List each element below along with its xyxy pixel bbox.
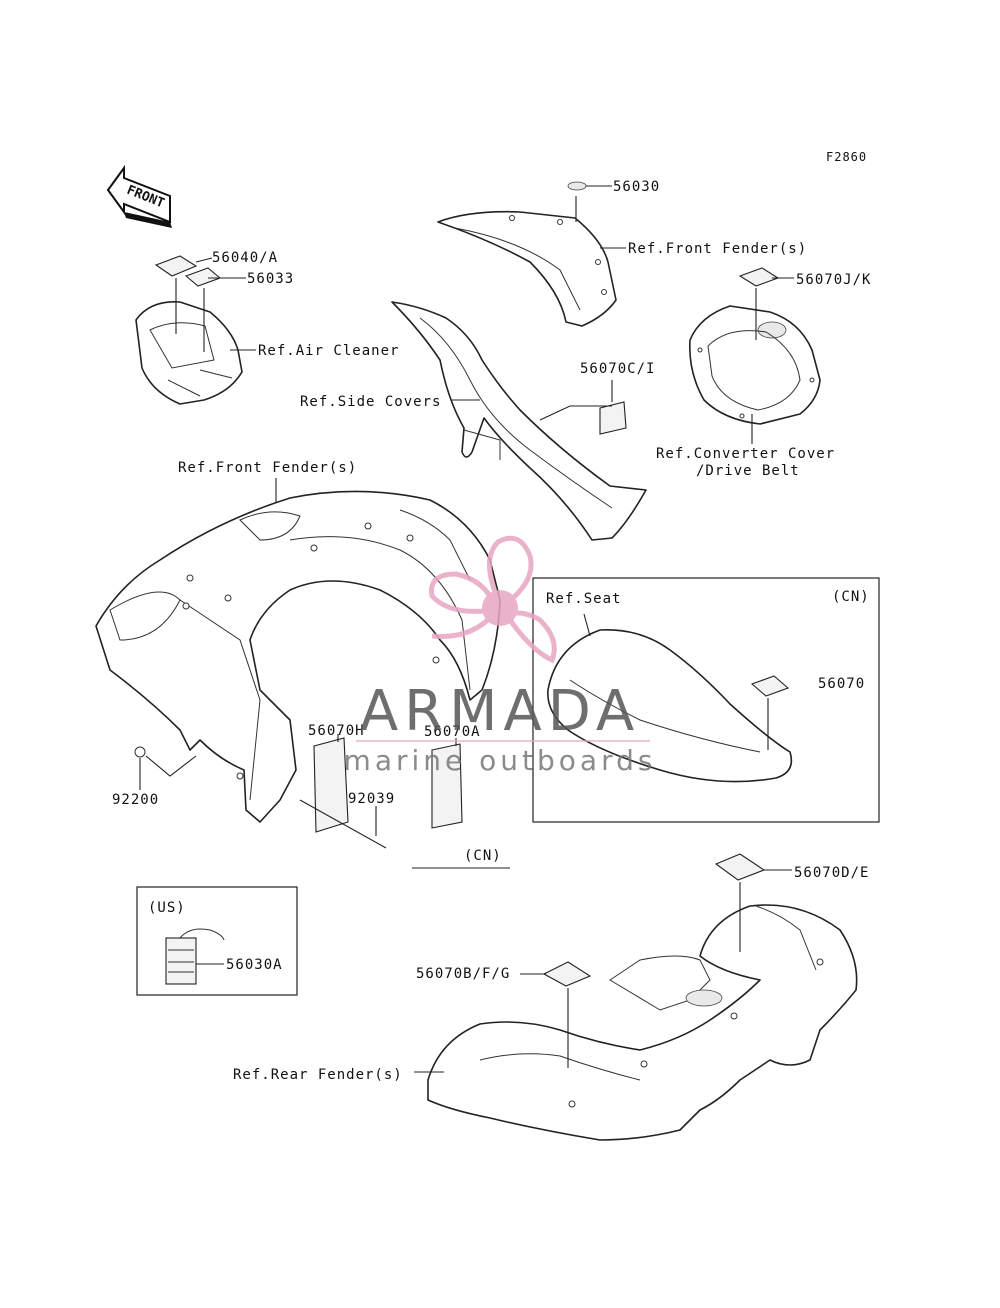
label-ref-front-fender-top: Ref.Front Fender(s) [628,241,807,257]
seat-cn-box [532,577,880,823]
propeller-logo-icon [429,535,557,664]
label-ref-seat: Ref.Seat [546,591,621,607]
armada-watermark: ARMADA marine outboards [344,535,657,777]
label-56030: 56030 [613,179,660,195]
front-arrow-icon: FRONT [106,164,172,228]
label-56040a: 56040/A [212,250,278,266]
grommet-56030 [567,181,587,191]
us-box [136,886,298,996]
air-cleaner-cover [135,255,243,405]
label-56070jk: 56070J/K [796,272,871,288]
decal-56040a [154,255,198,277]
label-56033: 56033 [247,271,294,287]
label-92039: 92039 [348,791,395,807]
label-cn-seat: (CN) [832,589,870,605]
front-fender-upper [437,181,617,327]
converter-cover [688,267,821,425]
label-56070h: 56070H [308,723,365,739]
rear-fender [427,853,858,1141]
label-92200: 92200 [112,792,159,808]
tag-56030a [165,928,225,985]
decal-56070de [714,853,766,881]
decal-56070a [431,743,463,829]
label-us-box: (US) [148,900,186,916]
label-56070bfg: 56070B/F/G [416,966,510,982]
decal-56070ci [599,401,627,435]
watermark-tagline: marine outboards [344,744,657,777]
label-drive-belt: /Drive Belt [696,463,800,479]
label-56030a: 56030A [226,957,283,973]
decal-56070jk [738,267,780,287]
decal-56070h [313,737,349,833]
label-cn-bottom: (CN) [464,848,502,864]
label-56070a: 56070A [424,724,481,740]
label-56070de: 56070D/E [794,865,869,881]
watermark-brand: ARMADA [360,679,640,744]
side-covers [391,301,647,541]
decal-56033 [184,267,222,287]
label-56070: 56070 [818,676,865,692]
label-ref-air-cleaner: Ref.Air Cleaner [258,343,399,359]
clip-92200 [134,746,146,758]
front-fender-main [95,490,501,823]
decal-56070 [750,675,790,697]
label-ref-front-fender-main: Ref.Front Fender(s) [178,460,357,476]
label-ref-converter-cover: Ref.Converter Cover [656,446,835,462]
label-56070ci: 56070C/I [580,361,655,377]
label-ref-rear-fender: Ref.Rear Fender(s) [233,1067,403,1083]
figure-code: F2860 [826,150,867,164]
decal-56070bfg [542,961,592,987]
seat [547,629,793,783]
label-ref-side-covers: Ref.Side Covers [300,394,441,410]
